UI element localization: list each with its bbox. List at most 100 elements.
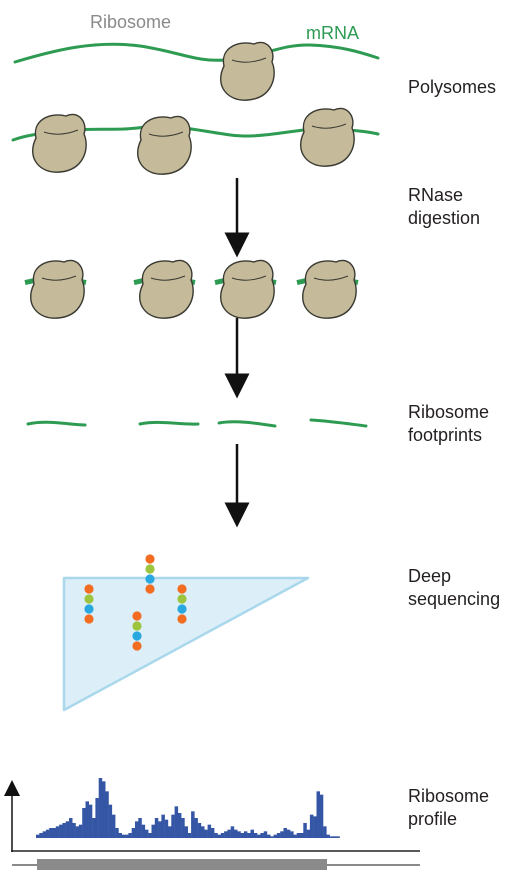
profile-bar bbox=[286, 829, 291, 838]
profile-bar bbox=[207, 824, 212, 838]
profile-bar bbox=[210, 828, 215, 838]
profile-bar bbox=[247, 833, 251, 838]
profile-bar bbox=[39, 833, 43, 838]
profile-bar bbox=[49, 828, 53, 838]
profile-bar bbox=[95, 798, 99, 838]
gene-cds-box bbox=[37, 859, 327, 870]
ribosome-body bbox=[220, 41, 275, 101]
profile-bar bbox=[267, 834, 271, 838]
mrna-strand bbox=[138, 420, 200, 426]
ribosome bbox=[220, 41, 275, 101]
profile-bar bbox=[243, 831, 248, 838]
profile-bar bbox=[300, 833, 304, 838]
rnase-text: RNase bbox=[408, 185, 464, 205]
gel-wedge bbox=[62, 576, 310, 712]
profile-bar bbox=[296, 833, 301, 838]
profile-bar bbox=[306, 829, 311, 838]
sequencing-read-dot bbox=[145, 574, 155, 584]
ribosome bbox=[300, 107, 355, 167]
profile-bar bbox=[36, 834, 40, 838]
subunit-groove bbox=[41, 275, 77, 281]
ribosome-body bbox=[139, 259, 194, 319]
polysomes-text: Polysomes bbox=[408, 77, 497, 97]
profile-bar bbox=[220, 833, 225, 838]
footprints-line2: footprints bbox=[408, 425, 483, 445]
profile-bar bbox=[65, 821, 70, 838]
profile-bar bbox=[240, 833, 245, 838]
profile-bar bbox=[121, 834, 126, 838]
profile-bar bbox=[108, 804, 113, 838]
profile-bar bbox=[78, 824, 83, 838]
sequencing-read-dot bbox=[132, 621, 142, 631]
profile-bar bbox=[273, 834, 278, 838]
ribosome-body bbox=[220, 259, 275, 319]
mrna-strand bbox=[309, 418, 368, 428]
subunit-groove bbox=[150, 275, 186, 281]
profile-bar bbox=[253, 833, 258, 838]
profile-bar bbox=[72, 823, 76, 838]
profile-bar bbox=[280, 831, 284, 838]
profile-bar bbox=[144, 829, 149, 838]
profile-bar bbox=[115, 828, 119, 838]
profile-bar bbox=[204, 829, 208, 838]
profile-bar bbox=[201, 826, 205, 838]
sequencing-read-dot bbox=[177, 584, 187, 594]
mrna-strand bbox=[13, 42, 380, 64]
profile-bar bbox=[224, 831, 228, 838]
profile-bar bbox=[181, 818, 185, 838]
profile-bar bbox=[164, 819, 169, 838]
profile-bar bbox=[161, 814, 165, 838]
profile-bar bbox=[111, 814, 116, 838]
profile-bar bbox=[105, 791, 109, 838]
profile-bar bbox=[316, 791, 320, 838]
ribosome-body bbox=[302, 259, 357, 319]
profile-bar bbox=[270, 836, 274, 838]
profile-bar bbox=[194, 818, 198, 838]
footprints-line1: Ribosome bbox=[408, 402, 490, 422]
profile-bar bbox=[283, 828, 287, 838]
profile-bar bbox=[85, 801, 89, 838]
profile-bar bbox=[148, 833, 152, 838]
profile-bar bbox=[191, 811, 195, 838]
profile-bar bbox=[263, 831, 268, 838]
footprint-tab-left bbox=[133, 278, 145, 285]
profile-bar bbox=[141, 824, 146, 838]
profile-bar bbox=[197, 823, 202, 838]
profile-bar bbox=[237, 831, 241, 838]
profile-bar bbox=[92, 818, 96, 838]
sequencing-read-dot bbox=[145, 564, 155, 574]
deep-sequencing-label: Deep sequencing bbox=[408, 565, 500, 611]
ribosome-profile-chart bbox=[4, 778, 420, 870]
mrna-strand bbox=[217, 420, 277, 428]
profile-bar bbox=[59, 824, 63, 838]
sequencing-text: sequencing bbox=[408, 589, 501, 609]
profile-bar bbox=[329, 836, 334, 838]
profile-bar bbox=[69, 818, 73, 838]
profile-bar bbox=[168, 826, 172, 838]
profile-bar bbox=[326, 834, 330, 838]
subunit-groove bbox=[311, 123, 347, 129]
profile-bar bbox=[102, 781, 106, 838]
profile-bar bbox=[187, 833, 192, 838]
profile-bar bbox=[313, 816, 317, 838]
sequencing-read-dot bbox=[84, 594, 94, 604]
ribosome bbox=[32, 113, 87, 173]
ribosome-body bbox=[137, 115, 192, 175]
profile-bar bbox=[293, 834, 297, 838]
subunit-groove bbox=[231, 275, 267, 281]
sequencing-read-dot bbox=[132, 631, 142, 641]
footprint-tab-left bbox=[214, 278, 226, 285]
subunit-groove bbox=[148, 131, 184, 137]
profile-bar bbox=[171, 814, 175, 838]
profile-bar bbox=[290, 831, 294, 838]
ribosome bbox=[296, 259, 359, 319]
polysomes-label: Polysomes bbox=[408, 76, 496, 99]
profile-bar bbox=[128, 833, 132, 838]
profile-bar bbox=[177, 813, 182, 838]
profile-bar bbox=[319, 794, 324, 838]
profile-bar bbox=[309, 814, 314, 838]
ribosome-body bbox=[32, 113, 87, 173]
profile-bar bbox=[234, 829, 238, 838]
profile-bar bbox=[250, 829, 254, 838]
